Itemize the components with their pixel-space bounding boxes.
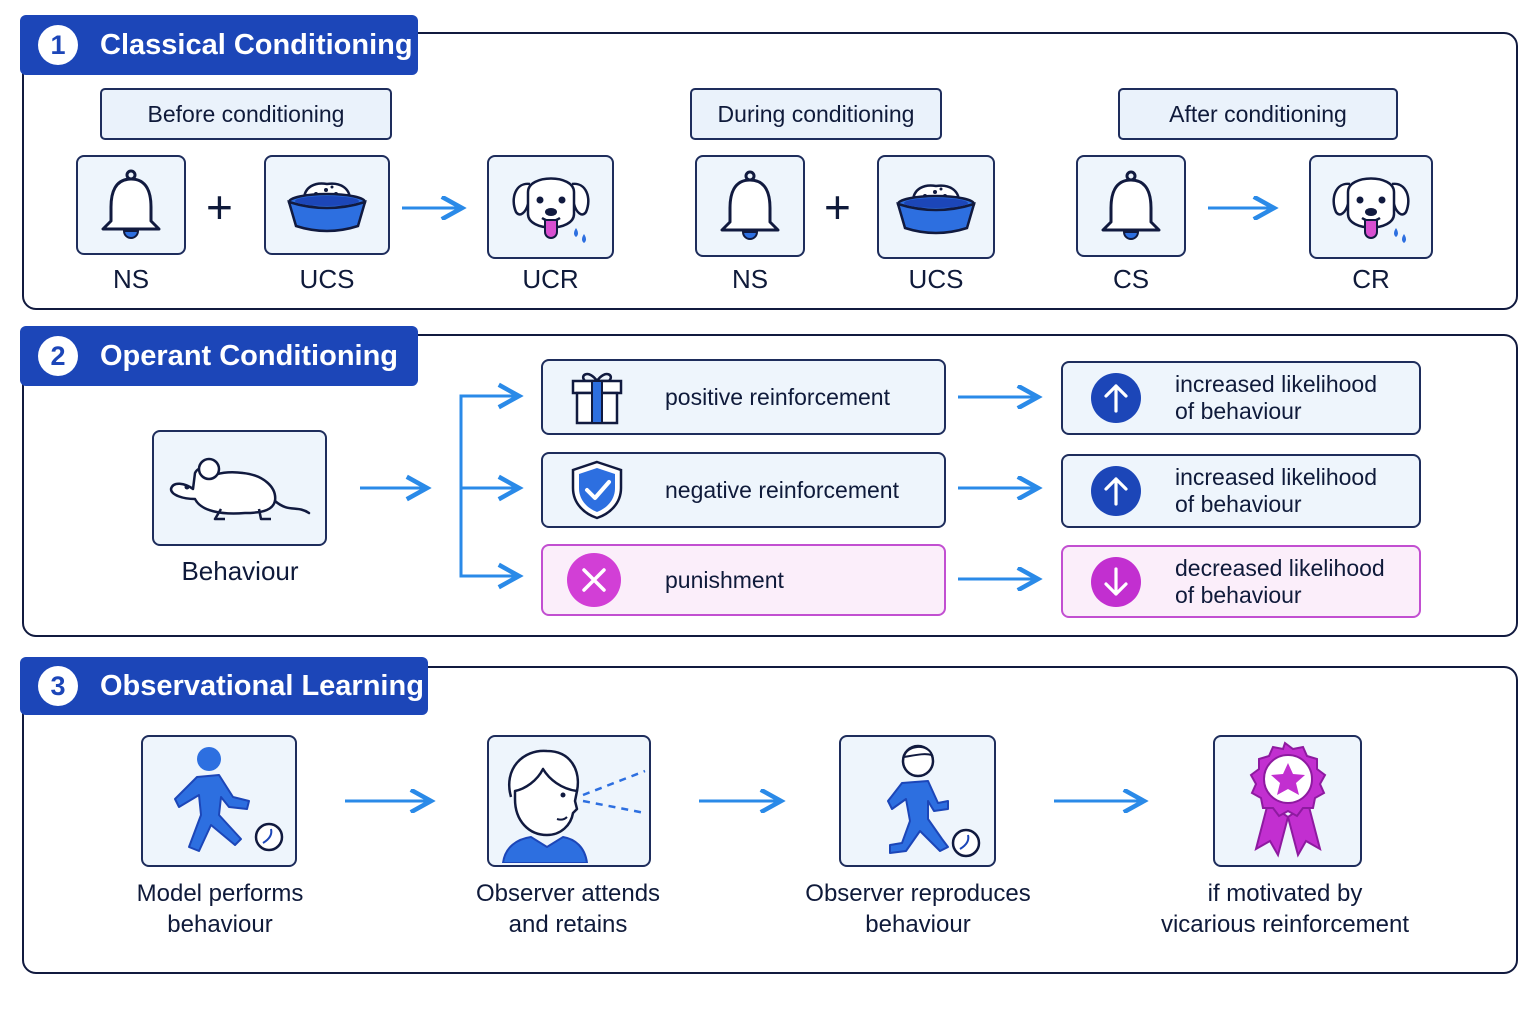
observer-attends-box	[487, 735, 651, 867]
step-label-motivation: if motivated by vicarious reinforcement	[1140, 878, 1430, 940]
bell-icon	[1091, 166, 1171, 246]
result-line: of behaviour	[1175, 491, 1302, 517]
kicking-figure-icon	[174, 747, 284, 852]
bell-icon	[710, 166, 790, 246]
branch-arrows	[360, 370, 535, 610]
classical-conditioning-header: 1 Classical Conditioning	[20, 15, 418, 75]
salivating-dog-icon	[506, 162, 596, 252]
section-title: Observational Learning	[100, 669, 424, 702]
shield-check-icon	[571, 460, 623, 520]
arrow-icon	[345, 789, 439, 813]
step-line: Model performs	[136, 880, 304, 907]
arrow-up-icon	[1091, 373, 1141, 423]
result-increase-box-2: increased likelihood of behaviour	[1061, 454, 1421, 528]
step-line: behaviour	[865, 911, 971, 938]
motivation-box	[1213, 735, 1362, 867]
result-line: of behaviour	[1175, 398, 1302, 424]
step-label-reproduces: Observer reproduces behaviour	[788, 878, 1048, 940]
cr-label: CR	[1352, 264, 1390, 294]
result-line: decreased likelihood	[1175, 554, 1385, 581]
ucs-label-during: UCS	[908, 264, 964, 294]
model-performs-box	[141, 735, 297, 867]
ucr-box	[487, 155, 614, 259]
ucs-box-during	[877, 155, 995, 259]
arrow-icon	[402, 196, 470, 220]
consequence-label: negative reinforcement	[665, 476, 899, 503]
negative-reinforcement-box: negative reinforcement	[541, 452, 946, 528]
bell-icon	[91, 165, 171, 245]
ns-box-during	[695, 155, 805, 257]
result-line: of behaviour	[1175, 581, 1302, 608]
consequence-label: punishment	[665, 566, 784, 593]
arrow-icon	[699, 789, 789, 813]
step-line: Observer attends	[475, 880, 661, 907]
award-ribbon-icon	[1249, 741, 1326, 858]
behaviour-box	[152, 430, 327, 546]
ucr-label: UCR	[522, 264, 579, 294]
observer-reproduces-box	[839, 735, 996, 867]
ns-box-before	[76, 155, 186, 255]
plus-sign: +	[206, 181, 233, 233]
section-number-3: 3	[38, 666, 78, 706]
arrow-icon	[1054, 789, 1152, 813]
arrow-down-icon	[1091, 556, 1141, 607]
cs-label: CS	[1112, 264, 1150, 294]
punishment-box: punishment	[541, 544, 946, 616]
cs-box	[1076, 155, 1186, 257]
step-line: and retains	[508, 911, 628, 938]
step-line: vicarious reinforcement	[1160, 911, 1410, 938]
arrow-up-icon	[1091, 466, 1141, 516]
step-label-attends: Observer attends and retains	[448, 878, 688, 940]
step-line: Observer reproduces	[805, 880, 1031, 907]
ns-label-during: NS	[731, 264, 769, 294]
phase-during: During conditioning	[690, 88, 942, 140]
cr-box	[1309, 155, 1433, 259]
section-number-1: 1	[38, 25, 78, 65]
step-line: if motivated by	[1207, 880, 1363, 907]
result-line: increased likelihood	[1175, 464, 1378, 490]
salivating-dog-icon	[1326, 162, 1416, 252]
consequence-label: positive reinforcement	[665, 383, 890, 410]
result-decrease-box: decreased likelihood of behaviour	[1061, 545, 1421, 618]
arrow-icon	[1208, 196, 1282, 220]
gift-icon	[571, 372, 623, 425]
ucs-label-before: UCS	[299, 264, 355, 294]
phase-before: Before conditioning	[100, 88, 392, 140]
arrow-icon	[958, 385, 1046, 409]
food-bowl-icon	[891, 172, 981, 242]
step-label-model: Model performs behaviour	[100, 878, 340, 940]
observer-watching-icon	[501, 749, 646, 863]
behaviour-label: Behaviour	[181, 556, 299, 586]
food-bowl-icon	[282, 170, 372, 240]
operant-conditioning-header: 2 Operant Conditioning	[20, 326, 418, 386]
phase-after: After conditioning	[1118, 88, 1398, 140]
ns-label-before: NS	[112, 264, 150, 294]
ucs-box-before	[264, 155, 390, 255]
positive-reinforcement-box: positive reinforcement	[541, 359, 946, 435]
arrow-icon	[958, 567, 1046, 591]
section-title: Operant Conditioning	[100, 339, 399, 372]
observational-learning-header: 3 Observational Learning	[20, 657, 428, 715]
section-number-2: 2	[38, 336, 78, 376]
step-line: behaviour	[167, 911, 273, 938]
rat-icon	[169, 457, 310, 521]
result-line: increased likelihood	[1175, 371, 1378, 397]
result-increase-box-1: increased likelihood of behaviour	[1061, 361, 1421, 435]
child-kicking-icon	[886, 744, 980, 858]
arrow-icon	[958, 476, 1046, 500]
plus-sign: +	[824, 181, 851, 233]
section-title: Classical Conditioning	[100, 28, 413, 61]
x-mark-icon	[567, 553, 621, 607]
